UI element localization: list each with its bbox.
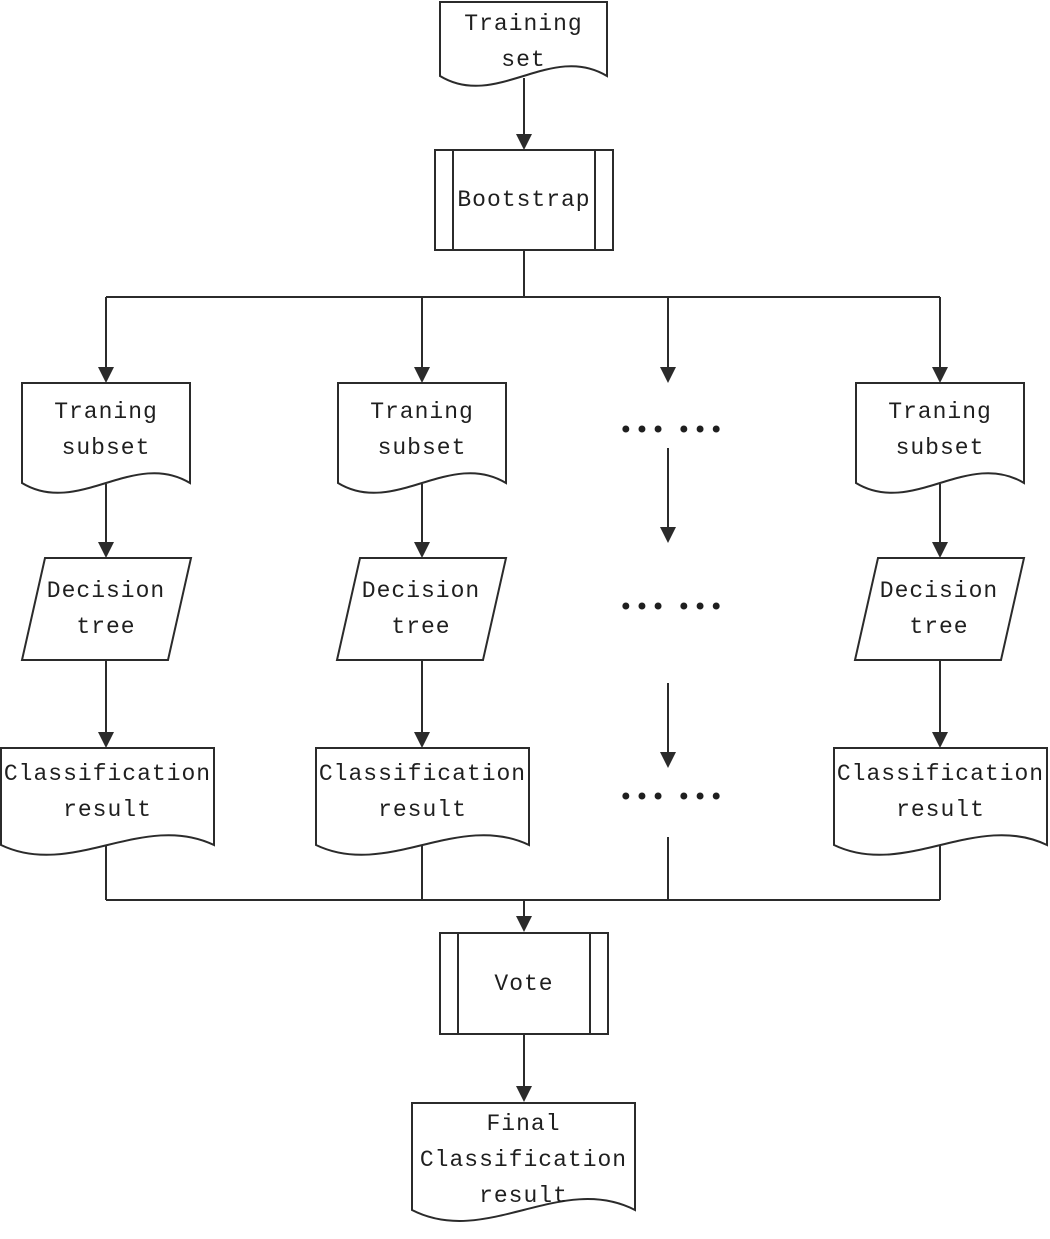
vote-shape — [439, 932, 609, 1035]
decision-tree-3-label: Decision tree — [879, 578, 999, 640]
arrowhead-trainingset-bootstrap — [516, 134, 532, 150]
decision-tree-2-label: Decision tree — [361, 578, 481, 640]
arrowhead-ellipsis-2 — [660, 752, 676, 768]
training-subset-3-shape — [855, 382, 1025, 494]
training-subset-2-shape — [337, 382, 507, 494]
bootstrap-label: Bootstrap — [457, 187, 591, 213]
decision-tree-2-shape — [335, 557, 508, 661]
ellipsis-dots-3: ••• ••• — [618, 783, 726, 811]
training-set-shape — [439, 1, 608, 87]
classification-result-2-label: Classification result — [318, 761, 527, 823]
ellipsis-dots-1: ••• ••• — [618, 416, 726, 444]
training-subset-2-label: Traning subset — [370, 399, 474, 461]
arrowhead-bus-vote — [516, 916, 532, 932]
decision-tree-1-label: Decision tree — [46, 578, 166, 640]
training-subset-3-label: Traning subset — [888, 399, 992, 461]
classification-result-2-shape — [315, 747, 530, 856]
classification-result-3-shape — [833, 747, 1048, 856]
decision-tree-1-shape — [20, 557, 193, 661]
classification-result-3-label: Classification result — [836, 761, 1045, 823]
arrowhead-tree3-result3 — [932, 732, 948, 748]
training-set-label: Training set — [464, 11, 583, 73]
final-result-label: Final Classification result — [419, 1111, 628, 1209]
vote-label: Vote — [494, 970, 554, 997]
bootstrap-shape — [434, 149, 614, 251]
classification-result-1-shape — [0, 747, 215, 856]
ellipsis-dots-2: ••• ••• — [618, 593, 726, 621]
arrowhead-tree1-result1 — [98, 732, 114, 748]
arrowhead-bus-subset2 — [414, 367, 430, 383]
classification-result-1-label: Classification result — [3, 761, 212, 823]
connector-lines — [105, 78, 941, 1088]
arrowhead-vote-final — [516, 1086, 532, 1102]
arrowhead-subset3-tree3 — [932, 542, 948, 558]
training-subset-1-label: Traning subset — [54, 399, 158, 461]
training-subset-1-shape — [21, 382, 191, 494]
arrowheads — [98, 134, 948, 1102]
arrowhead-subset2-tree2 — [414, 542, 430, 558]
arrowhead-subset1-tree1 — [98, 542, 114, 558]
arrowhead-bus-subset1 — [98, 367, 114, 383]
arrowhead-bus-subset3 — [932, 367, 948, 383]
arrowhead-tree2-result2 — [414, 732, 430, 748]
arrowhead-bus-ellipsis — [660, 367, 676, 383]
arrowhead-ellipsis-1 — [660, 527, 676, 543]
final-result-shape — [411, 1102, 636, 1222]
decision-tree-3-shape — [853, 557, 1026, 661]
